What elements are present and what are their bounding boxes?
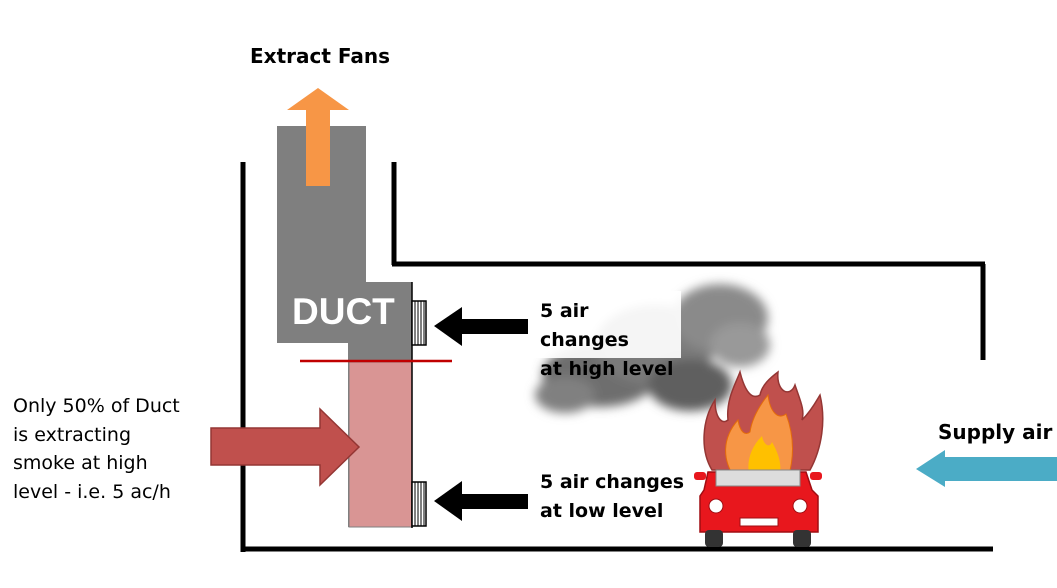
extract-arrow-icon [287,88,349,186]
low-label-line: at low level [540,500,664,522]
high-label-line: at high level [540,358,674,380]
flow-arrow-icon [434,307,528,346]
duct-lower-pink [348,361,413,528]
fire-icon [703,369,824,484]
low-label-line: 5 air changes [540,471,685,493]
high-level-air-changes-label: 5 air changes at high level [530,291,681,380]
supply-arrow-icon [916,450,1057,487]
grille-icon [411,481,427,527]
note-line: smoke at high [13,452,148,475]
flow-arrow-icon [434,481,528,521]
note-line: Only 50% of Duct [13,395,180,417]
building-walls [240,162,993,552]
duct [277,126,452,528]
note-arrow-icon [210,407,361,487]
duct-shoulder [277,282,412,343]
supply-air-label: Supply air [938,420,1053,444]
note-line: is extracting [13,423,131,446]
car-icon [694,469,822,547]
duct-label: DUCT [292,291,395,332]
extract-fans-label: Extract Fans [250,44,390,68]
grille-icon [411,300,427,346]
low-level-air-changes-label: 5 air changes at low level [540,468,684,526]
note-line: level - i.e. 5 ac/h [13,480,171,503]
duct-extraction-note: Only 50% of Duct is extracting smoke at … [13,392,203,506]
high-label-line: 5 air changes [540,300,629,351]
